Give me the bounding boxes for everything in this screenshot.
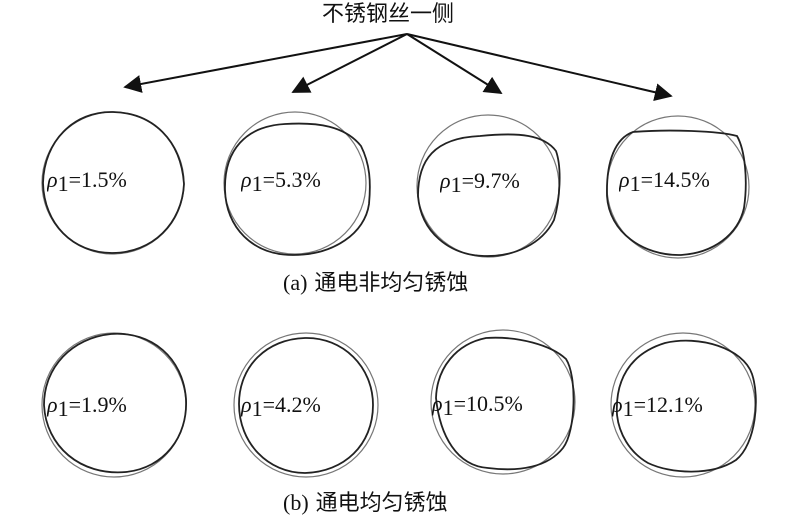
corrosion-rate-value: =1.5%: [68, 167, 127, 192]
corrosion-rate-value: =12.1%: [633, 392, 703, 417]
top-label: 不锈钢丝一侧: [322, 2, 455, 27]
rho-subscript: 1: [57, 396, 69, 422]
rho-symbol: ρ: [619, 167, 630, 192]
rho-symbol: ρ: [612, 392, 623, 417]
caption-b-text: 通电均匀锈蚀: [315, 491, 448, 516]
rho-symbol: ρ: [440, 168, 451, 193]
panel-a2: ρ1=5.3%: [223, 111, 371, 256]
arrow-to-panel-a1: [123, 33, 408, 93]
rho-subscript: 1: [442, 395, 454, 421]
corrosion-rate-value: =9.7%: [461, 168, 520, 193]
panel-a4: ρ1=14.5%: [606, 115, 750, 259]
panel-a1: ρ1=1.5%: [41, 111, 185, 255]
rho-subscript: 1: [450, 172, 462, 198]
corrosion-rate-value: =14.5%: [640, 167, 710, 192]
rho-subscript: 1: [251, 396, 263, 422]
panel-b4: ρ1=12.1%: [610, 332, 757, 478]
corrosion-rate-value: =4.2%: [262, 392, 321, 417]
rho-subscript: 1: [57, 171, 69, 197]
panel-b2: ρ1=4.2%: [233, 332, 379, 478]
caption-a-text: 通电非均匀锈蚀: [314, 271, 469, 296]
caption-a: (a) 通电非均匀锈蚀: [283, 272, 468, 295]
rho-subscript: 1: [251, 171, 263, 197]
caption-b-letter: (b): [283, 490, 309, 515]
rho-symbol: ρ: [47, 167, 58, 192]
arrow-to-panel-a4: [406, 33, 673, 102]
arrow-to-panel-a2: [291, 33, 408, 93]
caption-b: (b) 通电均匀锈蚀: [283, 492, 448, 515]
panel-b1: ρ1=1.9%: [41, 332, 187, 478]
rho-symbol: ρ: [432, 391, 443, 416]
corrosion-rate-value: =1.9%: [68, 392, 127, 417]
corrosion-rate-value: =5.3%: [262, 167, 321, 192]
panel-b3: ρ1=10.5%: [430, 329, 576, 475]
caption-a-letter: (a): [283, 270, 308, 295]
rho-subscript: 1: [622, 396, 634, 422]
rho-subscript: 1: [629, 171, 641, 197]
corrosion-rate-value: =10.5%: [453, 391, 523, 416]
arrows-group: [123, 33, 673, 102]
panel-a3: ρ1=9.7%: [416, 114, 561, 258]
rho-symbol: ρ: [241, 167, 252, 192]
rho-symbol: ρ: [241, 392, 252, 417]
arrow-to-panel-a3: [406, 33, 503, 94]
rho-symbol: ρ: [47, 392, 58, 417]
